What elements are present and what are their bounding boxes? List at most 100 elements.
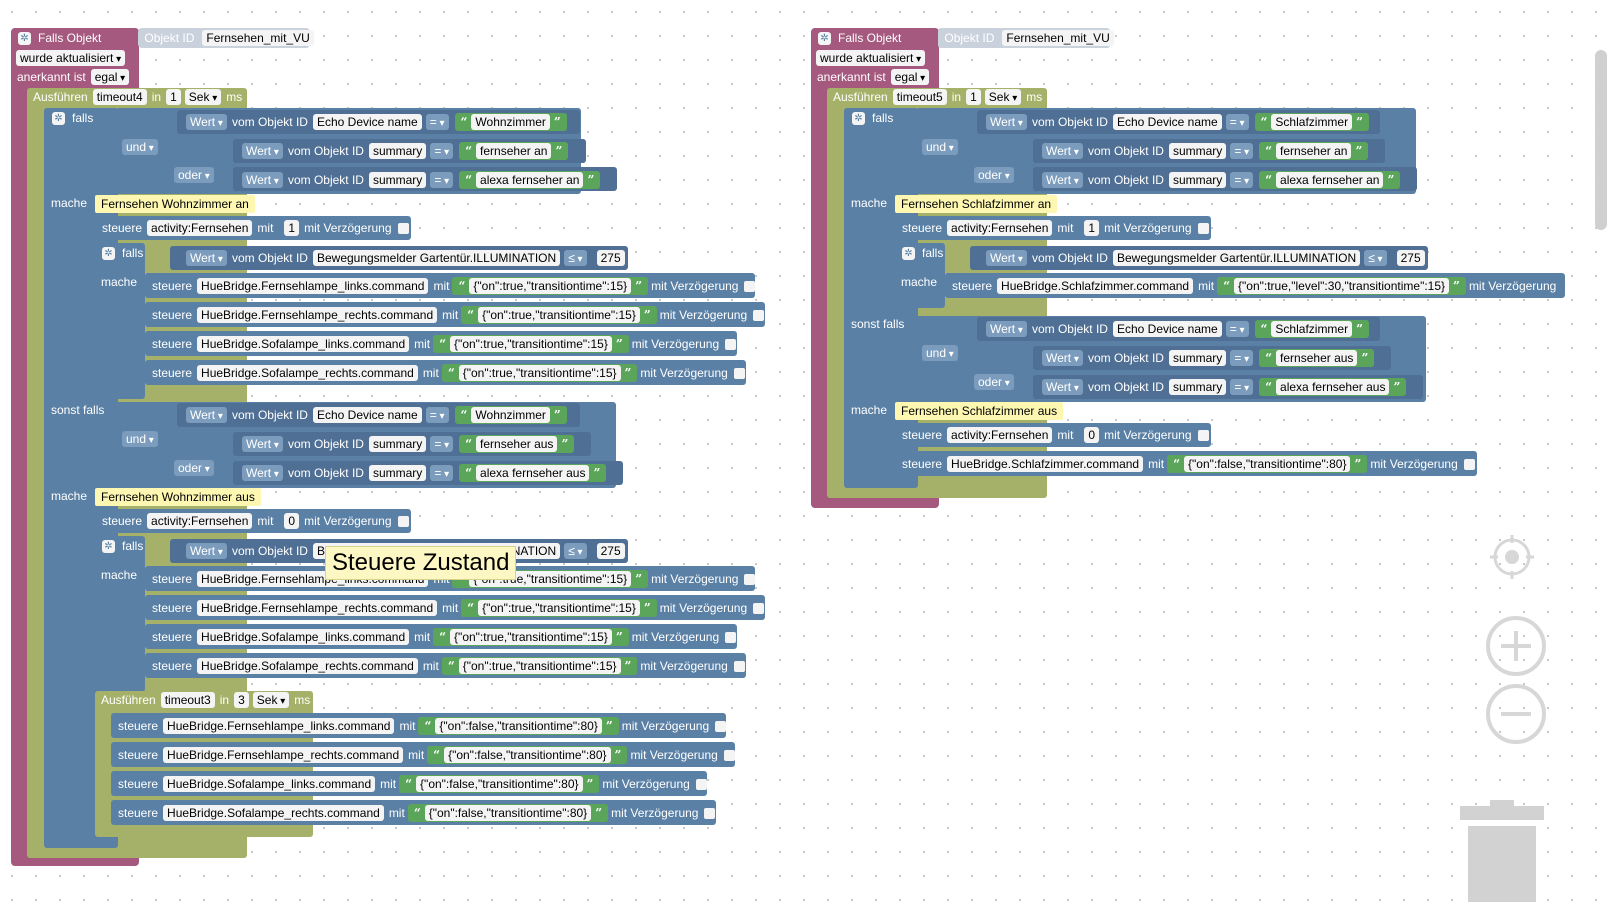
right-eq3-dropdown[interactable]: = [1230,172,1254,188]
left-timeout3-value[interactable]: 3 [234,692,249,708]
right-fernseher-an-string[interactable]: fernseher an [1276,143,1352,159]
left-und2-dropdown[interactable]: und [122,431,158,447]
left-summary-field2[interactable]: summary [368,172,427,188]
right-off-val[interactable]: {"on":false,"transitiontime":80} [1184,456,1351,472]
left-eq5-dropdown[interactable]: = [425,407,449,423]
right-echo-device-field[interactable]: Echo Device name [1112,114,1222,130]
right-cmd1-field[interactable]: HueBridge.Schlafzimmer.command [997,278,1194,294]
left-on-val2[interactable]: {"on":true,"transitiontime":15} [478,307,640,323]
left-inner-if2[interactable] [95,536,145,692]
left-fernseher-aus-string[interactable]: fernseher aus [476,436,558,452]
right-alexa-an-string[interactable]: alexa fernseher an [1276,172,1384,188]
left-verz-cmd4-checkbox[interactable] [733,367,745,379]
left-le-dropdown[interactable]: ≤ [564,250,587,266]
right-wert4-dropdown[interactable]: Wert [986,250,1027,266]
left-inner-if2-gear-icon[interactable]: ✲ [102,539,115,553]
right-wert-dropdown[interactable]: Wert [986,114,1027,130]
left-on-val7[interactable]: {"on":true,"transitiontime":15} [450,629,612,645]
left-cmd2-field[interactable]: HueBridge.Fernsehlampe_rechts.command [197,307,438,323]
right-echo-device-field2[interactable]: Echo Device name [1112,321,1222,337]
left-off3-field[interactable]: HueBridge.Sofalampe_links.command [163,776,376,792]
left-verz-checkbox[interactable] [397,222,409,234]
left-inner-if[interactable] [95,243,145,399]
left-und-dropdown[interactable]: und [122,139,158,155]
left-note-aus[interactable]: Fernsehen Wohnzimmer aus [95,488,261,506]
zoom-out-icon[interactable] [1485,683,1547,745]
left-timeout-value[interactable]: 1 [166,89,181,105]
left-off-val2[interactable]: {"on":false,"transitiontime":80} [444,747,611,763]
left-eq6-dropdown[interactable]: = [430,436,454,452]
right-on-val[interactable]: {"on":true,"level":30,"transitiontime":1… [1234,278,1450,294]
right-room-string[interactable]: Schlafzimmer [1271,114,1353,130]
left-wert7-dropdown[interactable]: Wert [242,465,283,481]
left-verz-off4-checkbox[interactable] [704,807,716,819]
left-room-string[interactable]: Wohnzimmer [471,114,550,130]
left-trigger-mode-dropdown[interactable]: wurde aktualisiert [16,50,126,66]
right-summary-field4[interactable]: summary [1168,379,1227,395]
right-fernseher-aus-string[interactable]: fernseher aus [1276,350,1358,366]
left-eq2-dropdown[interactable]: = [430,143,454,159]
right-oder-dropdown[interactable]: oder [974,167,1014,183]
left-verz-act2-checkbox[interactable] [397,515,409,527]
right-wert2-dropdown[interactable]: Wert [1042,143,1083,159]
right-timeout-value[interactable]: 1 [966,89,981,105]
left-fernseher-an-string[interactable]: fernseher an [476,143,552,159]
left-timeout3-unit[interactable]: Sek [252,692,290,708]
left-wert3-dropdown[interactable]: Wert [242,172,283,188]
right-off-field[interactable]: HueBridge.Schlafzimmer.command [947,456,1144,472]
left-alexa-aus-string[interactable]: alexa fernseher aus [476,465,590,481]
left-on-val1[interactable]: {"on":true,"transitiontime":15} [469,278,632,294]
left-echo-device-field[interactable]: Echo Device name [312,114,422,130]
left-timeout3-name[interactable]: timeout3 [160,692,215,708]
recenter-icon[interactable] [1490,535,1534,579]
left-off1-field[interactable]: HueBridge.Fernsehlampe_links.command [163,718,395,734]
right-eq7-dropdown[interactable]: = [1230,379,1254,395]
right-eq-dropdown[interactable]: = [1225,114,1249,130]
right-eq5-dropdown[interactable]: = [1225,321,1249,337]
left-summary-field3[interactable]: summary [368,436,427,452]
left-le2-dropdown[interactable]: ≤ [564,543,587,559]
left-on-val4[interactable]: {"on":true,"transitiontime":15} [458,365,621,381]
left-verz-cmd3-checkbox[interactable] [725,338,737,350]
right-activity-value2[interactable]: 0 [1084,427,1100,443]
right-activity-field2[interactable]: activity:Fernsehen [947,427,1053,443]
left-timeout-name[interactable]: timeout4 [92,89,147,105]
left-275-value[interactable]: 275 [596,250,625,266]
left-on-val3[interactable]: {"on":true,"transitiontime":15} [450,336,612,352]
left-eq-dropdown[interactable]: = [425,114,449,130]
left-bewegungsmelder-field[interactable]: Bewegungsmelder Gartentür.ILLUMINATION [312,250,561,266]
left-verz-cmd5-checkbox[interactable] [744,573,756,585]
right-activity-field[interactable]: activity:Fernsehen [947,220,1053,236]
left-275-value2[interactable]: 275 [596,543,625,559]
left-wert6-dropdown[interactable]: Wert [242,436,283,452]
right-summary-field[interactable]: summary [1168,143,1227,159]
left-verz-off2-checkbox[interactable] [723,749,735,761]
right-trigger-gear-icon[interactable]: ✲ [818,31,831,45]
left-verz-cmd7-checkbox[interactable] [725,631,737,643]
left-cmd3-field[interactable]: HueBridge.Sofalampe_links.command [197,336,410,352]
left-wert8-dropdown[interactable]: Wert [186,543,227,559]
left-off2-field[interactable]: HueBridge.Fernsehlampe_rechts.command [163,747,404,763]
right-bewegungsmelder-field[interactable]: Bewegungsmelder Gartentür.ILLUMINATION [1112,250,1361,266]
left-verz-cmd1-checkbox[interactable] [744,280,756,292]
right-timeout-unit[interactable]: Sek [984,89,1022,105]
right-summary-field3[interactable]: summary [1168,350,1227,366]
left-note-an[interactable]: Fernsehen Wohnzimmer an [95,195,255,213]
left-off-val4[interactable]: {"on":false,"transitiontime":80} [424,805,592,821]
right-eq2-dropdown[interactable]: = [1230,143,1254,159]
left-activity-value2[interactable]: 0 [284,513,300,529]
left-activity-field2[interactable]: activity:Fernsehen [147,513,253,529]
left-off-val1[interactable]: {"on":false,"transitiontime":80} [435,718,602,734]
left-eq3-dropdown[interactable]: = [430,172,454,188]
vertical-scrollbar[interactable] [1595,50,1607,230]
right-wert7-dropdown[interactable]: Wert [1042,379,1083,395]
left-summary-field[interactable]: summary [368,143,427,159]
left-oder2-dropdown[interactable]: oder [174,460,214,476]
left-timeout-unit[interactable]: Sek [184,89,222,105]
right-activity-value[interactable]: 1 [1084,220,1100,236]
zoom-in-icon[interactable] [1485,615,1547,677]
left-cmd4-field[interactable]: HueBridge.Sofalampe_rechts.command [197,365,418,381]
left-verz-off1-checkbox[interactable] [715,720,727,732]
left-off4-field[interactable]: HueBridge.Sofalampe_rechts.command [163,805,384,821]
left-echo-device-field2[interactable]: Echo Device name [312,407,422,423]
